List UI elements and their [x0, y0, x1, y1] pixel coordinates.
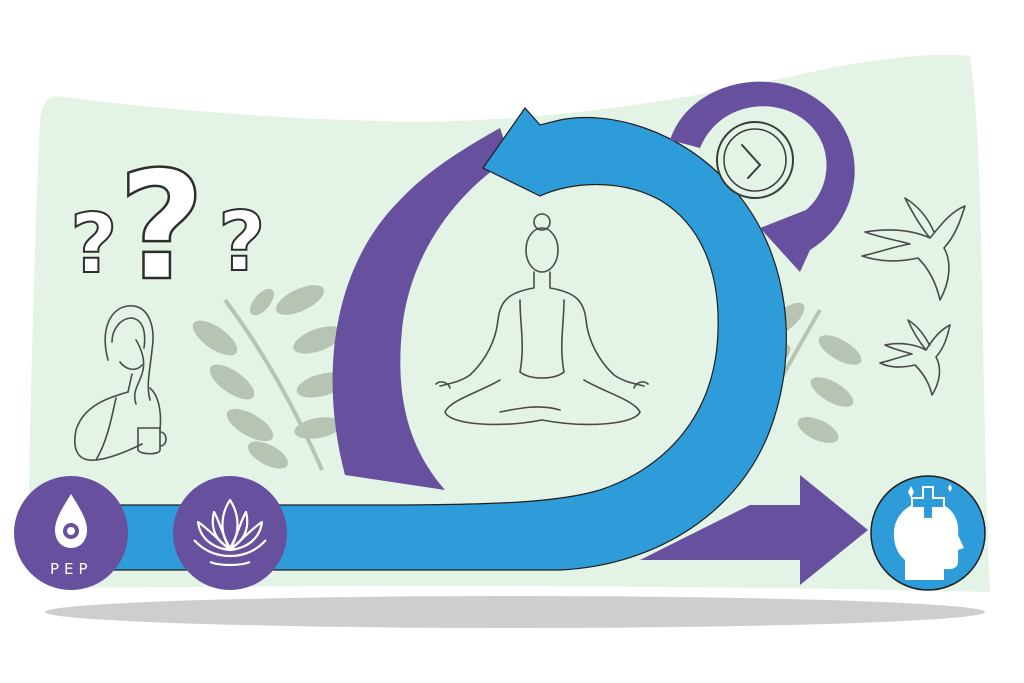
drop-icon [55, 494, 87, 548]
svg-text:?: ? [218, 195, 266, 290]
mental-health-badge [870, 475, 986, 591]
lotus-badge [173, 476, 287, 590]
thinking-woman-icon [74, 305, 167, 461]
cycle-arrow-blue [59, 107, 787, 571]
pep-logo-text: PEP [50, 560, 93, 578]
clock-icon [716, 121, 794, 199]
ground-shadow [45, 596, 985, 628]
cycle-arrow-purple [332, 128, 510, 490]
swallow-bird-icon [879, 319, 951, 396]
svg-text:?: ? [118, 140, 205, 314]
question-marks-icon: ? ? ? [69, 139, 267, 316]
mental-health-head-icon [893, 484, 964, 580]
swallow-bird-icon [861, 197, 966, 301]
pep-logo-badge: PEP [14, 476, 128, 590]
meditating-figure-icon [435, 213, 649, 426]
lotus-icon [193, 498, 267, 567]
svg-text:?: ? [70, 197, 118, 292]
clock-loop-arrow [670, 81, 855, 273]
forward-arrow-purple [640, 475, 868, 585]
